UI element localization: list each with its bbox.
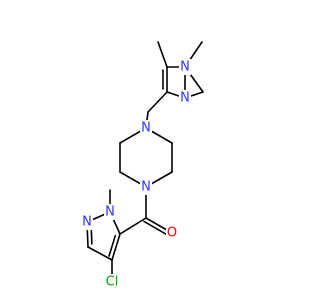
double-bond-inner — [108, 234, 117, 257]
atom-label-background — [166, 225, 178, 241]
atom-label-background — [179, 90, 191, 106]
atom-label-background — [81, 214, 93, 230]
bond-layer-main — [86, 41, 204, 283]
atom-label-n-pyr-top-n1: N — [180, 60, 190, 75]
bond — [111, 233, 121, 261]
atom-label-n-pyr-bot-n2: N — [82, 215, 92, 230]
atom-label-background — [140, 120, 152, 136]
atom-label-background — [140, 179, 152, 195]
bond — [147, 91, 168, 113]
atom-label-background — [179, 59, 191, 75]
bond — [119, 217, 147, 235]
atom-label-background — [103, 274, 121, 290]
atom-label-n-pip-top: N — [141, 121, 151, 136]
atom-label-n-pyr-top-n2: N — [180, 91, 190, 106]
bond — [87, 246, 113, 261]
atom-label-o-carbonyl: O — [167, 226, 177, 241]
bond — [157, 41, 168, 68]
bond — [143, 220, 171, 238]
atom-label-n-pyr-bot-n1: N — [105, 205, 115, 220]
atom-label-background — [104, 204, 116, 220]
atom-label-cl-substituent: Cl — [106, 275, 119, 290]
atom-label-n-pip-bottom: N — [141, 180, 151, 195]
